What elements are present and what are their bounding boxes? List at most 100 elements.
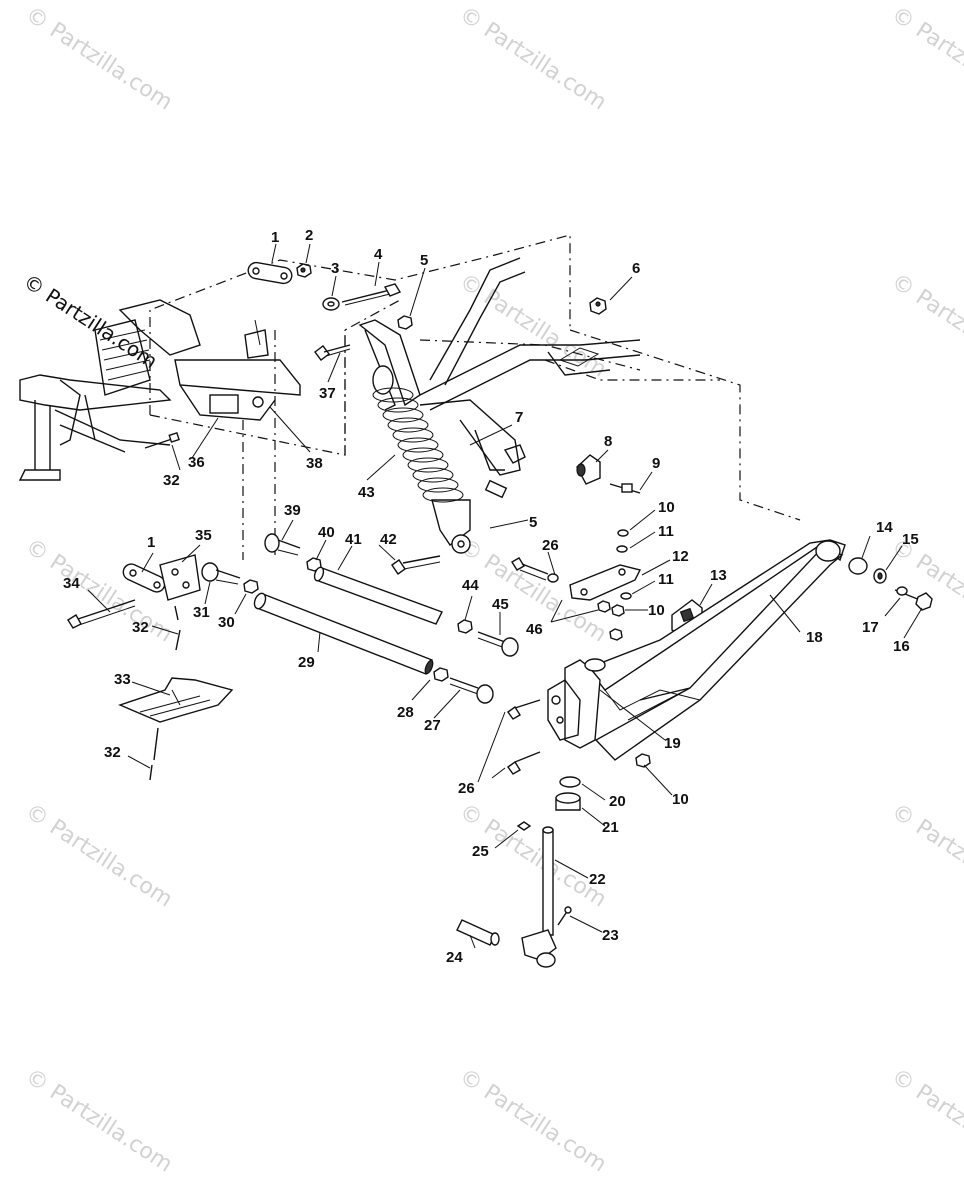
bolt-26a: [511, 557, 559, 583]
spindle-mount: [547, 658, 606, 788]
clip-25: [516, 821, 532, 831]
nut-2: [296, 263, 312, 278]
bolt-37: [314, 344, 351, 361]
bolt-26b: [507, 699, 541, 720]
callout-20: 20: [609, 793, 626, 810]
callout-32b: 32: [132, 619, 149, 636]
watermark: © Partzilla.com: [887, 269, 964, 382]
callout-25: 25: [472, 843, 489, 860]
tube-29: [253, 592, 434, 675]
watermark: © Partzilla.com: [21, 1064, 177, 1177]
link-part: [484, 479, 508, 499]
callout-43: 43: [358, 484, 375, 501]
callout-9: 9: [652, 455, 660, 472]
rod-end-27: [449, 677, 494, 704]
bolt-9: [609, 483, 641, 494]
callout-24: 24: [446, 949, 463, 966]
callout-32: 32: [163, 472, 180, 489]
callout-1: 1: [271, 229, 279, 246]
nut: [252, 396, 264, 408]
washer-10a: [617, 529, 629, 537]
callout-38: 38: [306, 455, 323, 472]
callout-5: 5: [420, 252, 428, 269]
bushing-21: [555, 792, 581, 811]
callout-44: 44: [462, 577, 479, 594]
callout-10b: 10: [648, 602, 665, 619]
nut-30: [243, 579, 259, 594]
callout-labels: 1 2 3 4 5 6 37 38 36 32 7 43 8 9 10 11 1…: [63, 227, 919, 966]
callout-36: 36: [188, 454, 205, 471]
callout-5b: 5: [529, 514, 537, 531]
callout-17: 17: [862, 619, 879, 636]
callout-16: 16: [893, 638, 910, 655]
pin-23: [557, 906, 572, 926]
bolt-34: [67, 599, 136, 629]
bolt-17: [894, 586, 921, 601]
bushing-8: [576, 454, 601, 485]
upper-arm-bar: [419, 399, 526, 499]
washer-15: [873, 568, 887, 584]
callout-27: 27: [424, 717, 441, 734]
shock-top-eye: [372, 365, 394, 395]
bolt-32a: [144, 432, 180, 449]
callout-4: 4: [374, 246, 383, 263]
callout-10c: 10: [672, 791, 689, 808]
callout-37: 37: [319, 385, 336, 402]
bracket-35: [159, 554, 201, 601]
washer-3: [322, 297, 340, 311]
watermark-main: © Partzilla.com: [19, 269, 162, 373]
nut-5a: [397, 315, 413, 330]
callout-2: 2: [305, 227, 313, 244]
a-arm-18: [586, 539, 846, 761]
callout-13: 13: [710, 567, 727, 584]
callout-21: 21: [602, 819, 619, 836]
callout-39: 39: [284, 502, 301, 519]
rod-end-45: [477, 631, 519, 657]
nut-6: [589, 297, 607, 315]
nut-10c: [609, 628, 623, 641]
callout-28: 28: [397, 704, 414, 721]
washer-11b: [620, 592, 632, 600]
watermark: © Partzilla.com: [21, 799, 177, 912]
watermark: © Partzilla.com: [887, 2, 964, 115]
leader-lines: [87, 243, 923, 949]
callout-19: 19: [664, 735, 681, 752]
nut-44: [457, 619, 473, 634]
link-plate-1b: [122, 563, 166, 593]
watermark: © Partzilla.com: [455, 1064, 611, 1177]
plate-12: [569, 564, 642, 601]
skid-plate-33: [118, 677, 234, 723]
callout-41: 41: [345, 531, 362, 548]
callout-35: 35: [195, 527, 212, 544]
callout-26a: 26: [542, 537, 559, 554]
callout-29: 29: [298, 654, 315, 671]
washer-11a: [616, 545, 628, 553]
mount-plate: [209, 394, 239, 414]
nut-10d: [635, 753, 651, 768]
callout-30: 30: [218, 614, 235, 631]
shock-absorber: [358, 319, 471, 554]
spindle-22: [521, 826, 557, 968]
bolt-26c: [507, 751, 541, 775]
left-suspension-art: [18, 299, 301, 481]
callout-18: 18: [806, 629, 823, 646]
callout-10a: 10: [658, 499, 675, 516]
bushing-24: [456, 919, 500, 946]
bolt-4: [341, 283, 402, 306]
rod-end-31: [201, 562, 241, 585]
bolt-head-16: [915, 592, 933, 611]
callout-32c: 32: [104, 744, 121, 761]
callout-31: 31: [193, 604, 210, 621]
callout-46: 46: [526, 621, 543, 638]
callout-34: 34: [63, 575, 80, 592]
callout-23: 23: [602, 927, 619, 944]
callout-33: 33: [114, 671, 131, 688]
watermark: © Partzilla.com: [887, 799, 964, 912]
callout-3: 3: [331, 260, 339, 277]
bushing-14: [848, 557, 868, 575]
pin-32c: [149, 727, 159, 781]
callout-7: 7: [515, 409, 523, 426]
callout-40: 40: [318, 524, 335, 541]
callout-11a: 11: [658, 523, 674, 540]
tube-41: [313, 566, 443, 625]
